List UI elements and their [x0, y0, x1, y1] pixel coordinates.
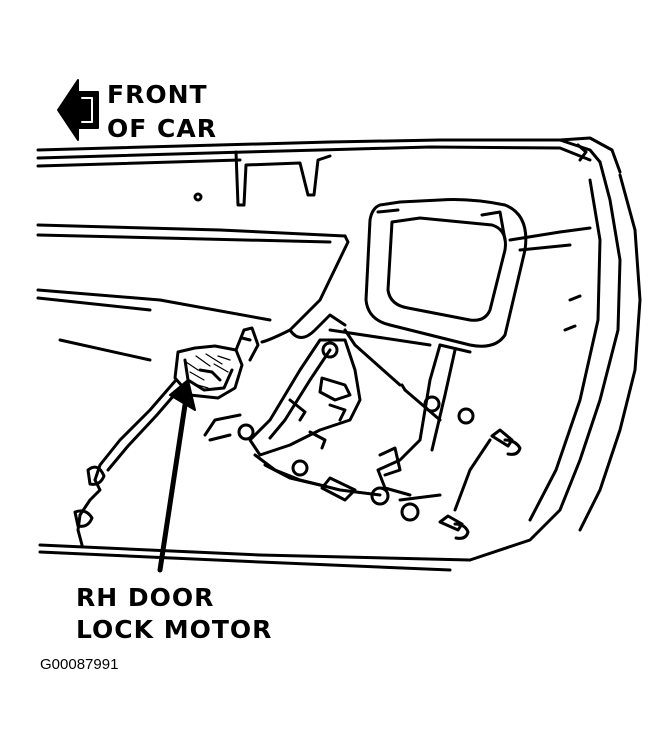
front-of-car-label-line1: FRONT	[107, 80, 208, 109]
mounting-nuts	[370, 395, 475, 522]
mounting-bracket	[376, 343, 457, 502]
figure-code: G00087991	[40, 656, 119, 673]
mounting-bolts	[438, 428, 522, 540]
inner-panel-lines	[36, 223, 472, 362]
door-top-molding	[36, 136, 622, 207]
lock-motor-label-line2: LOCK MOTOR	[76, 615, 273, 644]
front-of-car-label-line2: OF CAR	[107, 114, 217, 143]
door-latch-assembly	[203, 338, 382, 502]
lock-motor-label-line1: RH DOOR	[76, 583, 215, 612]
callout-arrow	[157, 379, 196, 573]
actuator-rods	[260, 313, 407, 392]
wiring-harness	[73, 378, 184, 547]
window-trim-frame	[364, 198, 528, 348]
arrow-left-icon	[57, 79, 99, 141]
door-outer-edge	[38, 160, 642, 572]
